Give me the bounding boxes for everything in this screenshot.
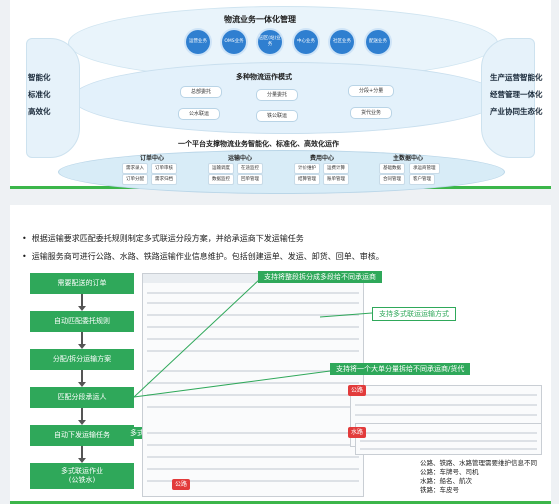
mode-pill: 分段+分量	[348, 85, 395, 97]
center-label: 费用中心	[310, 155, 335, 162]
callout-split-segments: 支持将整段拆分成多段给不同承运商	[258, 271, 382, 283]
mode-pill: 总部委托	[180, 86, 223, 98]
right-label: 产业协同生态化	[490, 107, 543, 116]
right-column	[481, 38, 535, 158]
platform-title: 物流业务一体化管理	[224, 15, 296, 24]
center-label: 主数据中心	[393, 155, 424, 162]
note-line: 公路、铁路、水路管理需要维护信息不同	[420, 459, 537, 467]
flow-step: 分配/拆分运输方案	[30, 349, 134, 370]
left-label: 高效化	[28, 107, 51, 116]
center-chip: 计价维护	[294, 163, 320, 174]
flow-arrow	[78, 294, 86, 311]
center-chip: 在途监控	[237, 163, 263, 174]
business-circle: 配送业务	[366, 30, 390, 54]
mode-pill: 分量委托	[256, 89, 299, 101]
center-chip: 运输调度	[208, 163, 234, 174]
center-chip: 客户管理	[409, 174, 435, 185]
left-column	[26, 38, 80, 158]
right-label: 生产运营智能化	[490, 73, 543, 82]
platform-slogan: 一个平台支撑物流业务智能化、标准化、高效化运作	[178, 140, 339, 148]
flow-arrow	[78, 408, 86, 425]
mode-tag-road: 公路	[348, 385, 367, 396]
mode-pill: 货代业务	[350, 107, 393, 119]
center-chip: 结算管理	[294, 174, 320, 185]
flow-arrow	[78, 370, 86, 387]
bottom-accent-bar	[10, 501, 551, 504]
business-circle: 社区业务	[330, 30, 354, 54]
flow-step: 需要配送的订单	[30, 273, 134, 294]
center-chip: 订单分配	[122, 174, 148, 185]
modes-title: 多种物流运作模式	[236, 73, 292, 81]
flow-arrow	[78, 332, 86, 349]
mode-pill: 公水联运	[178, 108, 221, 120]
flow-step: 匹配分段承运人	[30, 387, 134, 408]
callout-multimodal: 支持多式联运运输方式	[372, 307, 456, 321]
flow-step: 自动匹配委托规则	[30, 311, 134, 332]
note-line: 公路：车牌号、司机	[420, 468, 479, 476]
flow-arrow	[78, 446, 86, 463]
center-chip: 回单管理	[237, 174, 263, 185]
bullet-text: 根据运输要求匹配委托规则制定多式联运分段方案，并给承运商下发运输任务	[22, 233, 304, 244]
business-circle: OMS业务	[222, 30, 246, 54]
center-label: 运输中心	[228, 155, 253, 162]
center-chip: 需求录入	[122, 163, 148, 174]
center-chip: 数据监控	[208, 174, 234, 185]
center-chip: 订单审核	[151, 163, 177, 174]
note-line: 铁路：车皮号	[420, 486, 459, 494]
note-line: 水路：船名、航次	[420, 477, 472, 485]
mode-tag-water: 水路	[348, 427, 367, 438]
mode-tag-road: 公路	[172, 479, 191, 490]
business-circle: 园区(站)业务	[258, 30, 282, 54]
flow-step: 自动下发运输任务	[30, 425, 134, 446]
bullet-text: 运输服务商可进行公路、水路、铁路运输作业信息维护。包括创建运单、发运、卸货、回单…	[22, 251, 384, 262]
left-label: 智能化	[28, 73, 51, 82]
connector-lines	[133, 278, 373, 398]
center-chip: 基础数据	[379, 163, 405, 174]
center-chip: 合同管理	[379, 174, 405, 185]
center-chip: 账单管理	[323, 174, 349, 185]
process-section: 根据运输要求匹配委托规则制定多式联运分段方案，并给承运商下发运输任务 运输服务商…	[10, 205, 551, 504]
center-chip: 需求归档	[151, 174, 177, 185]
center-chip: 运费计算	[323, 163, 349, 174]
business-circle: 中心业务	[294, 30, 318, 54]
callout-split-quantity: 支持将一个大单分量拆给不同承运商/货代	[330, 363, 471, 375]
mode-pill: 铁公联运	[256, 110, 299, 122]
flow-step: 多式联运作业 (公铁水)	[30, 463, 134, 489]
right-label: 经营管理一体化	[490, 90, 543, 99]
center-label: 订单中心	[140, 155, 165, 162]
center-chip: 承运商管理	[409, 163, 440, 174]
business-circle: 运营业务	[186, 30, 210, 54]
left-label: 标准化	[28, 90, 51, 99]
architecture-diagram: 智能化 标准化 高效化 生产运营智能化 经营管理一体化 产业协同生态化 物流业务…	[10, 0, 551, 194]
app-screenshot-water	[355, 423, 542, 455]
